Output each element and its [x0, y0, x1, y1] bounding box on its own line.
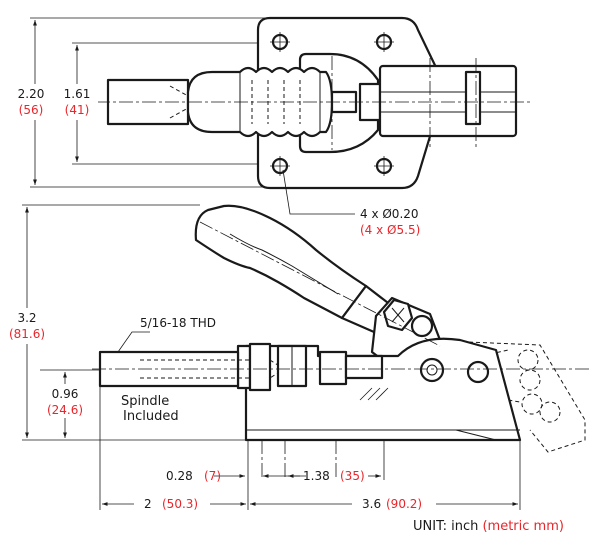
dim-side-height: 3.2 — [17, 311, 36, 325]
dim-hole-pitch: 1.38 — [303, 469, 330, 483]
dim-top-height: 2.20 — [18, 87, 45, 101]
unit-note-prefix: UNIT: inch — [413, 519, 482, 534]
side-pivot-right — [466, 360, 490, 384]
dim-hole-pitch-metric: (35) — [340, 469, 365, 483]
side-pivot-top — [410, 314, 434, 338]
dim-hole-spacing-metric: (41) — [65, 103, 90, 117]
dim-stroke-metric: (50.3) — [162, 497, 198, 511]
spindle-note-line1: Spindle — [121, 394, 169, 409]
dim-length-metric: (90.2) — [386, 497, 422, 511]
spindle-note-line2: Included — [123, 409, 179, 424]
dim-hole-spacing: 1.61 — [64, 87, 91, 101]
unit-note-metric: (metric mm) — [482, 519, 563, 534]
dim-base-offset: 0.28 — [166, 469, 193, 483]
top-latch — [378, 64, 518, 138]
dim-stroke: 2 — [144, 497, 152, 511]
side-pivot-main — [419, 357, 445, 383]
dim-length: 3.6 — [362, 497, 381, 511]
dim-base-offset-metric: (7) — [204, 469, 221, 483]
dim-spindle-height-metric: (24.6) — [47, 403, 83, 417]
dim-thread: 5/16-18 THD — [140, 316, 216, 330]
dim-holes-metric: (4 x Ø5.5) — [360, 223, 420, 237]
dim-spindle-height: 0.96 — [52, 387, 79, 401]
unit-note: UNIT: inch (metric mm) — [413, 519, 564, 534]
top-mounting-holes — [270, 32, 394, 176]
dim-side-height-metric: (81.6) — [9, 327, 45, 341]
top-view: 2.20 (56) 1.61 (41) 4 x Ø0.20 (4 x Ø5.5) — [14, 16, 530, 237]
side-sleeve — [236, 344, 252, 390]
side-section-hatch — [359, 387, 389, 401]
side-hex-bolt — [382, 298, 414, 332]
side-handle-grip — [194, 204, 368, 320]
side-nut — [318, 350, 348, 386]
side-view: 3.2 (81.6) 0.96 (24.6) 5/16-18 THD Spind… — [8, 204, 590, 511]
dim-holes: 4 x Ø0.20 — [360, 207, 419, 221]
dim-top-height-metric: (56) — [19, 103, 44, 117]
